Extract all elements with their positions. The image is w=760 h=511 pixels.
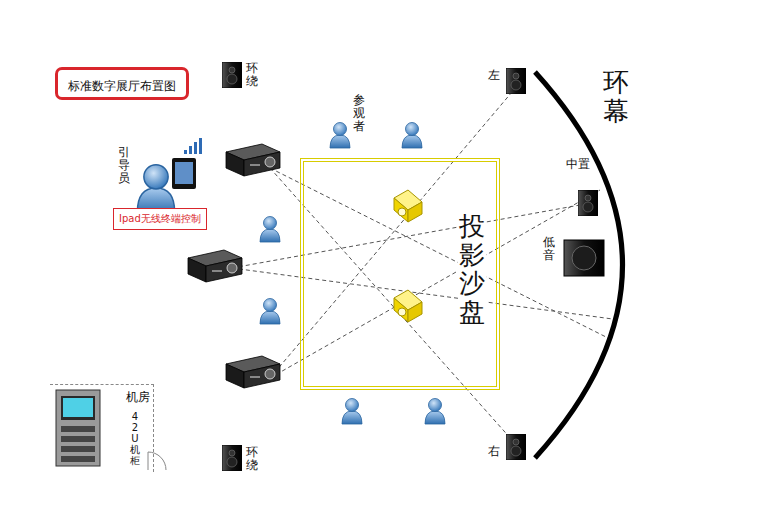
room-label: 机房 — [126, 389, 150, 406]
rack-unit — [61, 456, 95, 462]
subwoofer-cone — [572, 246, 596, 270]
speaker-label: 中置 — [566, 156, 590, 173]
surround-speaker — [222, 445, 242, 471]
visitor — [402, 123, 422, 149]
tablet-body — [172, 158, 196, 189]
signal-bar — [194, 142, 197, 154]
guide-person — [137, 165, 174, 213]
signal-bar — [199, 138, 202, 154]
rack-body — [56, 390, 100, 466]
visitor — [260, 217, 280, 243]
projection-line — [270, 190, 600, 378]
projector — [188, 250, 242, 282]
visitor-label: 参观者 — [353, 94, 365, 134]
sandbox-projector — [394, 190, 422, 222]
sandbox-projector — [394, 290, 422, 322]
sandbox-label: 投影沙盘 — [458, 210, 486, 328]
subwoofer-body — [564, 240, 604, 276]
monitor-screen — [63, 398, 93, 417]
signal-bar — [189, 146, 192, 154]
left-speaker — [506, 68, 526, 94]
center-speaker — [578, 190, 598, 216]
projection-line — [270, 168, 512, 440]
subwoofer — [564, 240, 604, 276]
speaker-label: 环绕 — [246, 62, 258, 88]
curved-screen — [535, 72, 623, 458]
projection-lines — [232, 92, 620, 440]
title-box: 标准数字展厅布置图 — [55, 67, 189, 100]
speaker-label: 环绕 — [246, 446, 258, 472]
rack-unit — [61, 436, 95, 442]
monitor-frame — [61, 396, 95, 420]
projection-line — [232, 268, 620, 320]
title: 标准数字展厅布置图 — [68, 78, 176, 95]
projector — [226, 144, 280, 176]
rack-label: 42U机柜 — [130, 411, 140, 466]
right-speaker — [506, 434, 526, 460]
door-swing — [148, 452, 166, 470]
visitor — [330, 123, 350, 149]
guide-label: 引导员 — [118, 146, 130, 186]
rack-unit — [61, 426, 95, 432]
visitor — [425, 399, 445, 425]
speaker-label: 右 — [488, 443, 500, 460]
projection-line — [270, 92, 512, 378]
server-rack — [56, 390, 100, 466]
surround-speaker — [222, 62, 242, 88]
control-label: Ipad无线终端控制 — [119, 212, 201, 226]
signal-bar — [184, 150, 187, 154]
tablet — [172, 158, 196, 189]
tablet-screen — [175, 162, 193, 184]
projector — [226, 356, 280, 388]
control-box: Ipad无线终端控制 — [113, 208, 207, 230]
projection-line — [270, 168, 612, 340]
wifi-signal — [184, 138, 202, 154]
screen-label: 环幕 — [603, 68, 629, 125]
visitor — [260, 299, 280, 325]
rack-unit — [61, 446, 95, 452]
visitor — [342, 399, 362, 425]
speaker-label: 低音 — [543, 236, 555, 262]
speaker-label: 左 — [488, 67, 500, 84]
sandbox: 投影沙盘 — [300, 158, 500, 390]
machine-room: 机房 42U机柜 — [50, 384, 154, 472]
